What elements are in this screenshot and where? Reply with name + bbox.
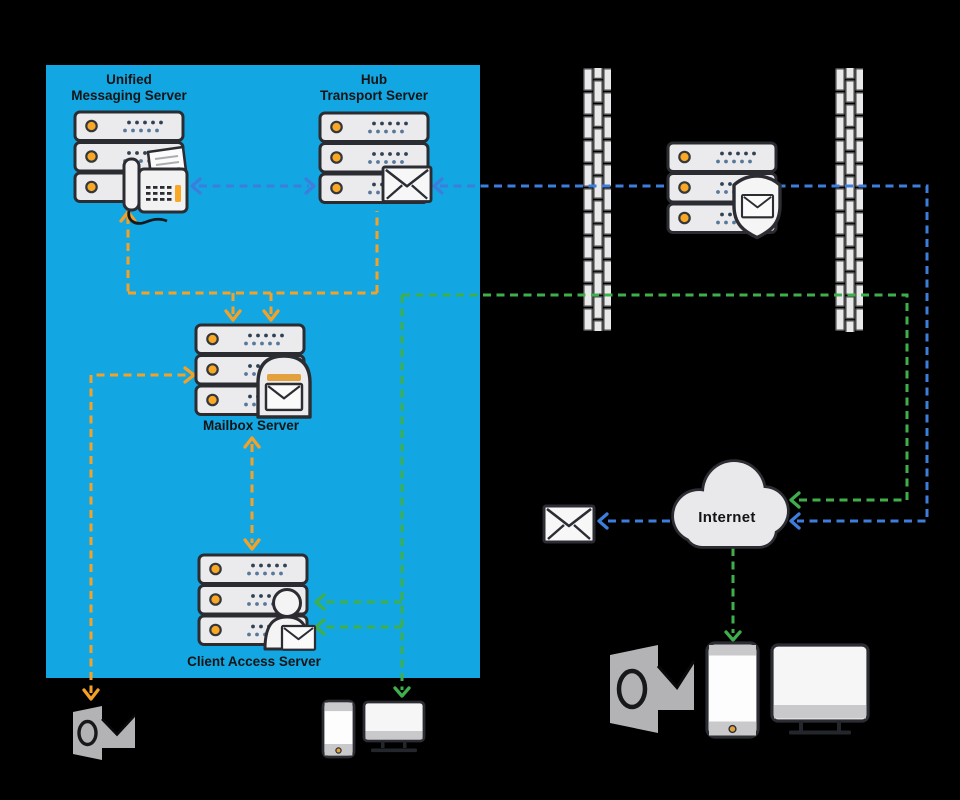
desktop-icon-external [770,643,870,735]
unified-messaging-server: Unified Messaging Server [71,72,189,225]
hub-transport-server: Hub Transport Server [320,72,433,203]
shield-envelope-icon [732,174,782,240]
hub-server-label-line2: Transport Server [320,88,429,103]
firewall-left-icon [583,68,611,331]
orange-connection-lines [82,210,379,701]
desktop-icon-internal [362,700,426,753]
email-envelope-icon [542,504,596,544]
client-access-server: Client Access Server [187,555,322,669]
smartphone-icon-external [705,641,760,739]
fax-phone-icon [122,145,189,225]
mailbox-icon [256,354,312,419]
internet-cloud: Internet [671,459,790,549]
um-server-label-line2: Messaging Server [71,88,187,103]
outlook-icon-internal [73,706,136,760]
cas-server-label: Client Access Server [187,654,322,669]
user-envelope-icon [263,588,317,651]
outlook-icon-external [610,645,696,733]
edge-transport-server [668,143,782,240]
green-connection-lines [314,293,909,698]
envelope-icon [381,165,433,203]
smartphone-icon-internal [321,699,356,759]
firewall-right-icon [835,68,863,332]
hub-server-label-line1: Hub [361,72,387,87]
internet-label: Internet [698,509,755,526]
mailbox-server-label: Mailbox Server [203,418,300,433]
mailbox-server: Mailbox Server [196,325,312,433]
um-server-label-line1: Unified [106,72,152,87]
